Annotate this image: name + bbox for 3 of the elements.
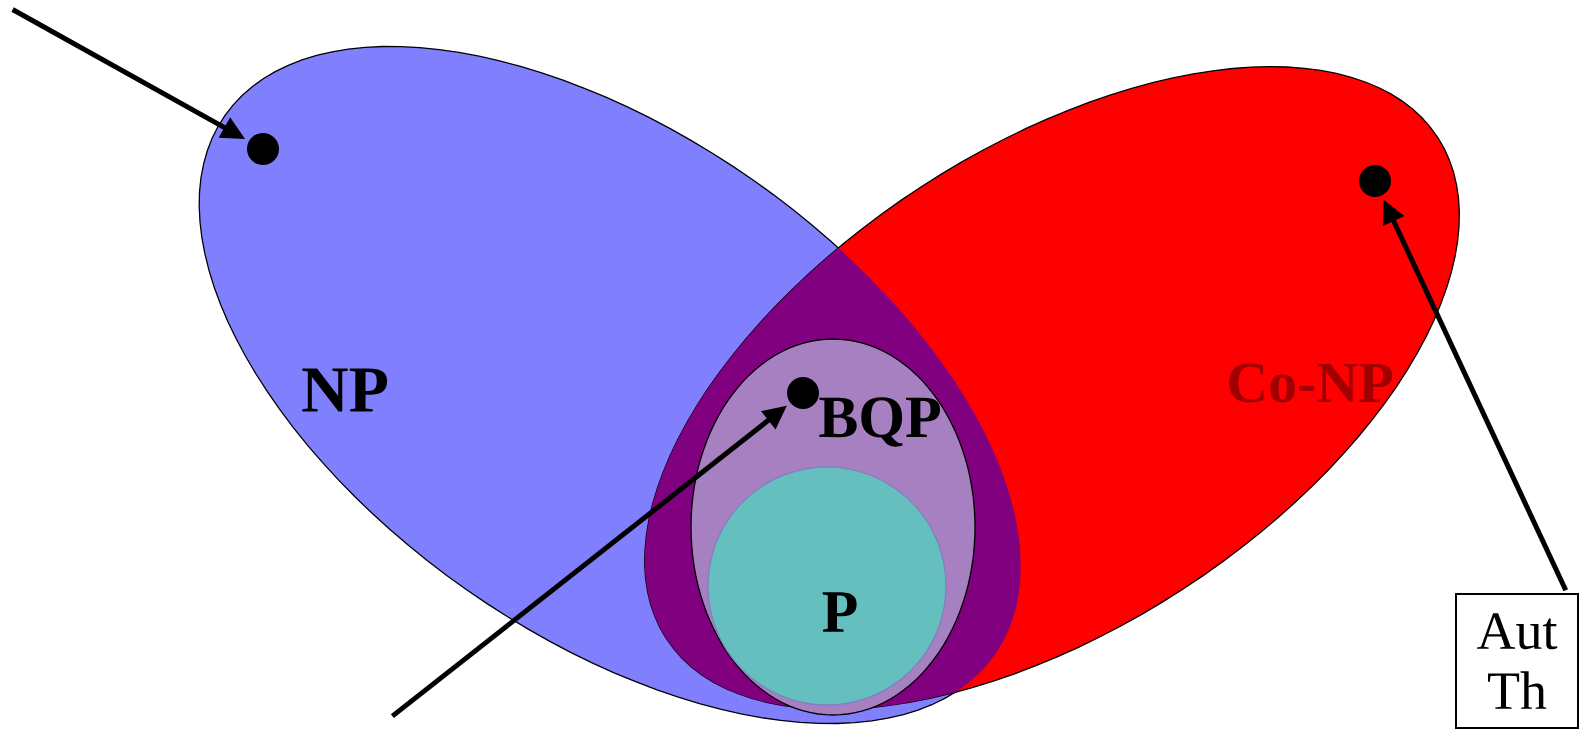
dot: [247, 133, 279, 165]
dot: [1359, 165, 1391, 197]
text-box: Aut Th: [1455, 593, 1579, 729]
